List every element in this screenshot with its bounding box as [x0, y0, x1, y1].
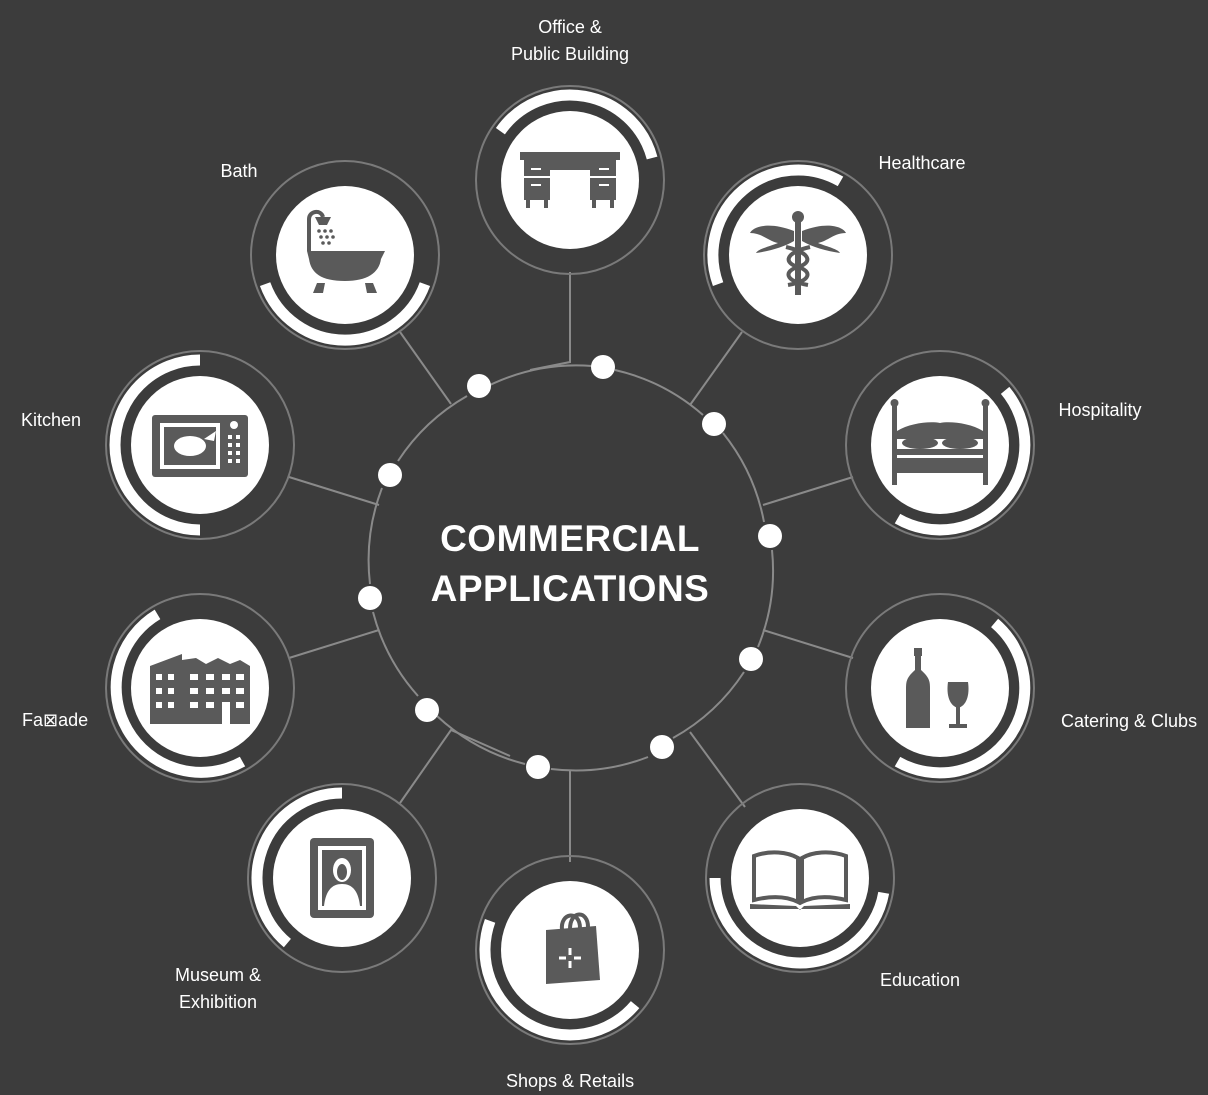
outer-ring [475, 85, 665, 275]
connector-hospitality [762, 476, 854, 506]
ring-dot [415, 698, 439, 722]
ring-dot [378, 463, 402, 487]
category-label-line: Fa⊠ade [22, 710, 89, 730]
outer-ring [703, 160, 893, 350]
icon-disc [871, 376, 1009, 514]
connector-catering [762, 629, 854, 659]
connector-healthcare [689, 331, 743, 406]
category-label-line: Bath [220, 161, 258, 181]
ring-dot [358, 586, 382, 610]
ring-dot [650, 735, 674, 759]
outer-ring [247, 783, 437, 973]
microwave-icon [152, 415, 248, 477]
category-node-museum [247, 783, 437, 973]
category-label-museum: Museum & Exhibition [175, 962, 261, 1016]
accent-arc [707, 164, 844, 286]
outer-ring [475, 855, 665, 1045]
category-label-healthcare: Healthcare [879, 150, 966, 177]
category-node-hospitality [845, 350, 1035, 540]
ring-dot [591, 355, 615, 379]
connectors [288, 272, 854, 862]
ring-dot [702, 412, 726, 436]
category-node-catering [845, 593, 1035, 783]
category-label-catering: Catering & Clubs [1061, 708, 1197, 735]
ring-dot [467, 374, 491, 398]
icon-disc [501, 111, 639, 249]
category-label-shops: Shops & Retails [506, 1068, 634, 1095]
center-ring [367, 364, 775, 772]
outer-ring [105, 350, 295, 540]
category-label-line: Public Building [511, 44, 630, 64]
category-node-shops [475, 855, 665, 1045]
accent-arc [110, 609, 246, 778]
category-label-line: Catering & Clubs [1061, 711, 1198, 731]
category-node-healthcare [703, 160, 893, 350]
category-label-line: Healthcare [878, 153, 966, 173]
accent-arc [109, 354, 201, 536]
category-label-hospitality: Hospitality [1059, 397, 1142, 424]
category-label-line: Office & [538, 17, 602, 37]
connector-museum [399, 728, 511, 804]
title-line-2: APPLICATIONS [430, 568, 710, 609]
category-node-kitchen [105, 350, 295, 540]
accent-arc [894, 618, 1031, 779]
category-label-bath: Bath [221, 158, 258, 185]
framed-portrait-icon [310, 838, 374, 918]
category-label-line: Museum & [175, 965, 262, 985]
building-icon [150, 654, 250, 724]
connector-kitchen [288, 476, 380, 506]
outer-ring [105, 593, 295, 783]
category-label-line: Exhibition [178, 992, 258, 1012]
icon-disc [871, 619, 1009, 757]
connector-bath [399, 331, 452, 405]
category-node-facade [105, 593, 295, 783]
accent-arc [894, 386, 1031, 536]
diagram-title: COMMERCIAL APPLICATIONS [370, 514, 770, 614]
category-label-line: Shops & Retails [506, 1071, 635, 1091]
ring-dots [358, 355, 782, 779]
category-node-bath [250, 160, 440, 350]
connector-office [529, 272, 571, 371]
ring-dot [739, 647, 763, 671]
accent-arc [259, 282, 431, 346]
accent-arc [709, 877, 890, 969]
accent-arc [495, 89, 658, 160]
category-label-line: Hospitality [1058, 400, 1142, 420]
ring-dot [758, 524, 782, 548]
category-label-education: Education [880, 967, 960, 994]
outer-ring [250, 160, 440, 350]
outer-ring [705, 783, 895, 973]
accent-arc [479, 919, 640, 1041]
accent-arc [251, 787, 343, 948]
category-node-office [475, 85, 665, 275]
outer-ring [845, 350, 1035, 540]
category-node-education [705, 783, 895, 973]
category-label-line: Education [880, 970, 961, 990]
category-label-line: Kitchen [21, 410, 82, 430]
ring-dot [526, 755, 550, 779]
connector-education [689, 731, 746, 808]
outer-ring [845, 593, 1035, 783]
category-label-office: Office & Public Building [511, 14, 629, 68]
connector-facade [288, 629, 380, 659]
title-line-1: COMMERCIAL [440, 518, 700, 559]
category-label-facade: Fa⊠ade [22, 707, 88, 734]
category-label-kitchen: Kitchen [21, 407, 81, 434]
